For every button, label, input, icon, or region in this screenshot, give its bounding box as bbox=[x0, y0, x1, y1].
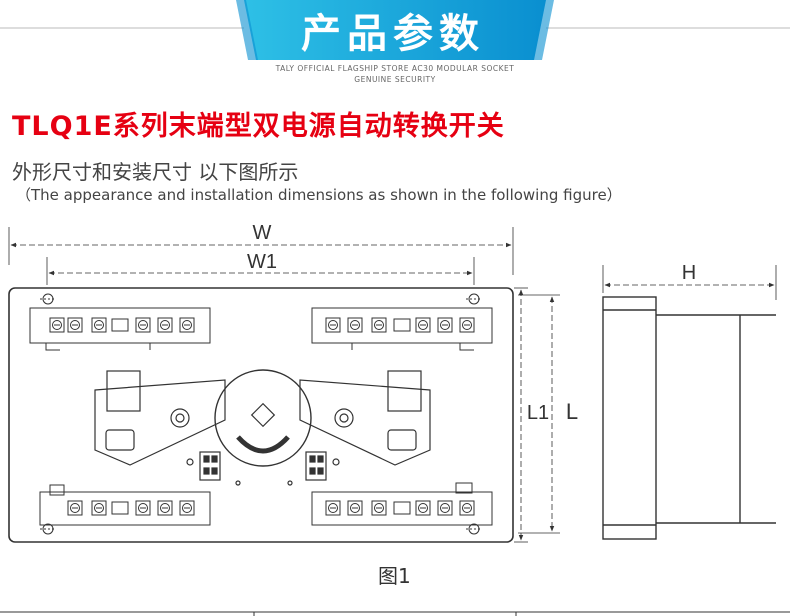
dimension-drawing: W W1 bbox=[8, 222, 777, 543]
dim-w: W bbox=[8, 222, 514, 275]
banner-subtitle-line1: TALY OFFICIAL FLAGSHIP STORE AC30 MODULA… bbox=[275, 64, 515, 73]
banner-ribbon-edge-right bbox=[532, 0, 554, 60]
dim-l1: L1 bbox=[518, 294, 560, 534]
banner-ribbon-edge-left bbox=[236, 0, 258, 60]
dim-w1: W1 bbox=[46, 251, 475, 285]
terminal-block-top-left bbox=[29, 307, 211, 351]
dim-l1-label: L1 bbox=[527, 402, 549, 424]
dim-w1-label: W1 bbox=[247, 251, 277, 273]
figure-caption: 图1 bbox=[378, 564, 411, 588]
header-banner: 产品参数 TALY OFFICIAL FLAGSHIP STORE AC30 M… bbox=[0, 0, 790, 90]
dimension-heading-cn: 外形尺寸和安装尺寸 以下图所示 bbox=[12, 160, 299, 184]
side-view bbox=[602, 296, 776, 540]
dim-h-label: H bbox=[682, 262, 696, 284]
switch-mechanism bbox=[94, 369, 431, 486]
banner-graphic bbox=[0, 0, 790, 60]
banner-title: 产品参数 bbox=[301, 11, 485, 57]
front-view-outline bbox=[8, 287, 514, 543]
mounting-holes bbox=[40, 293, 482, 535]
dimension-heading-en: （The appearance and installation dimensi… bbox=[16, 186, 622, 204]
dim-l-label: L bbox=[566, 399, 578, 424]
dim-h: H bbox=[602, 262, 777, 300]
terminal-block-bottom-left bbox=[39, 484, 211, 526]
product-title: TLQ1E系列末端型双电源自动转换开关 bbox=[12, 111, 505, 142]
dim-l: L bbox=[514, 287, 578, 543]
banner-ribbon bbox=[244, 0, 546, 60]
dim-w-label: W bbox=[253, 222, 272, 244]
table-top-border bbox=[0, 611, 790, 616]
banner-subtitle-line2: GENUINE SECURITY bbox=[354, 75, 436, 84]
terminal-block-bottom-right bbox=[311, 482, 493, 526]
terminal-block-top-right bbox=[311, 307, 493, 351]
